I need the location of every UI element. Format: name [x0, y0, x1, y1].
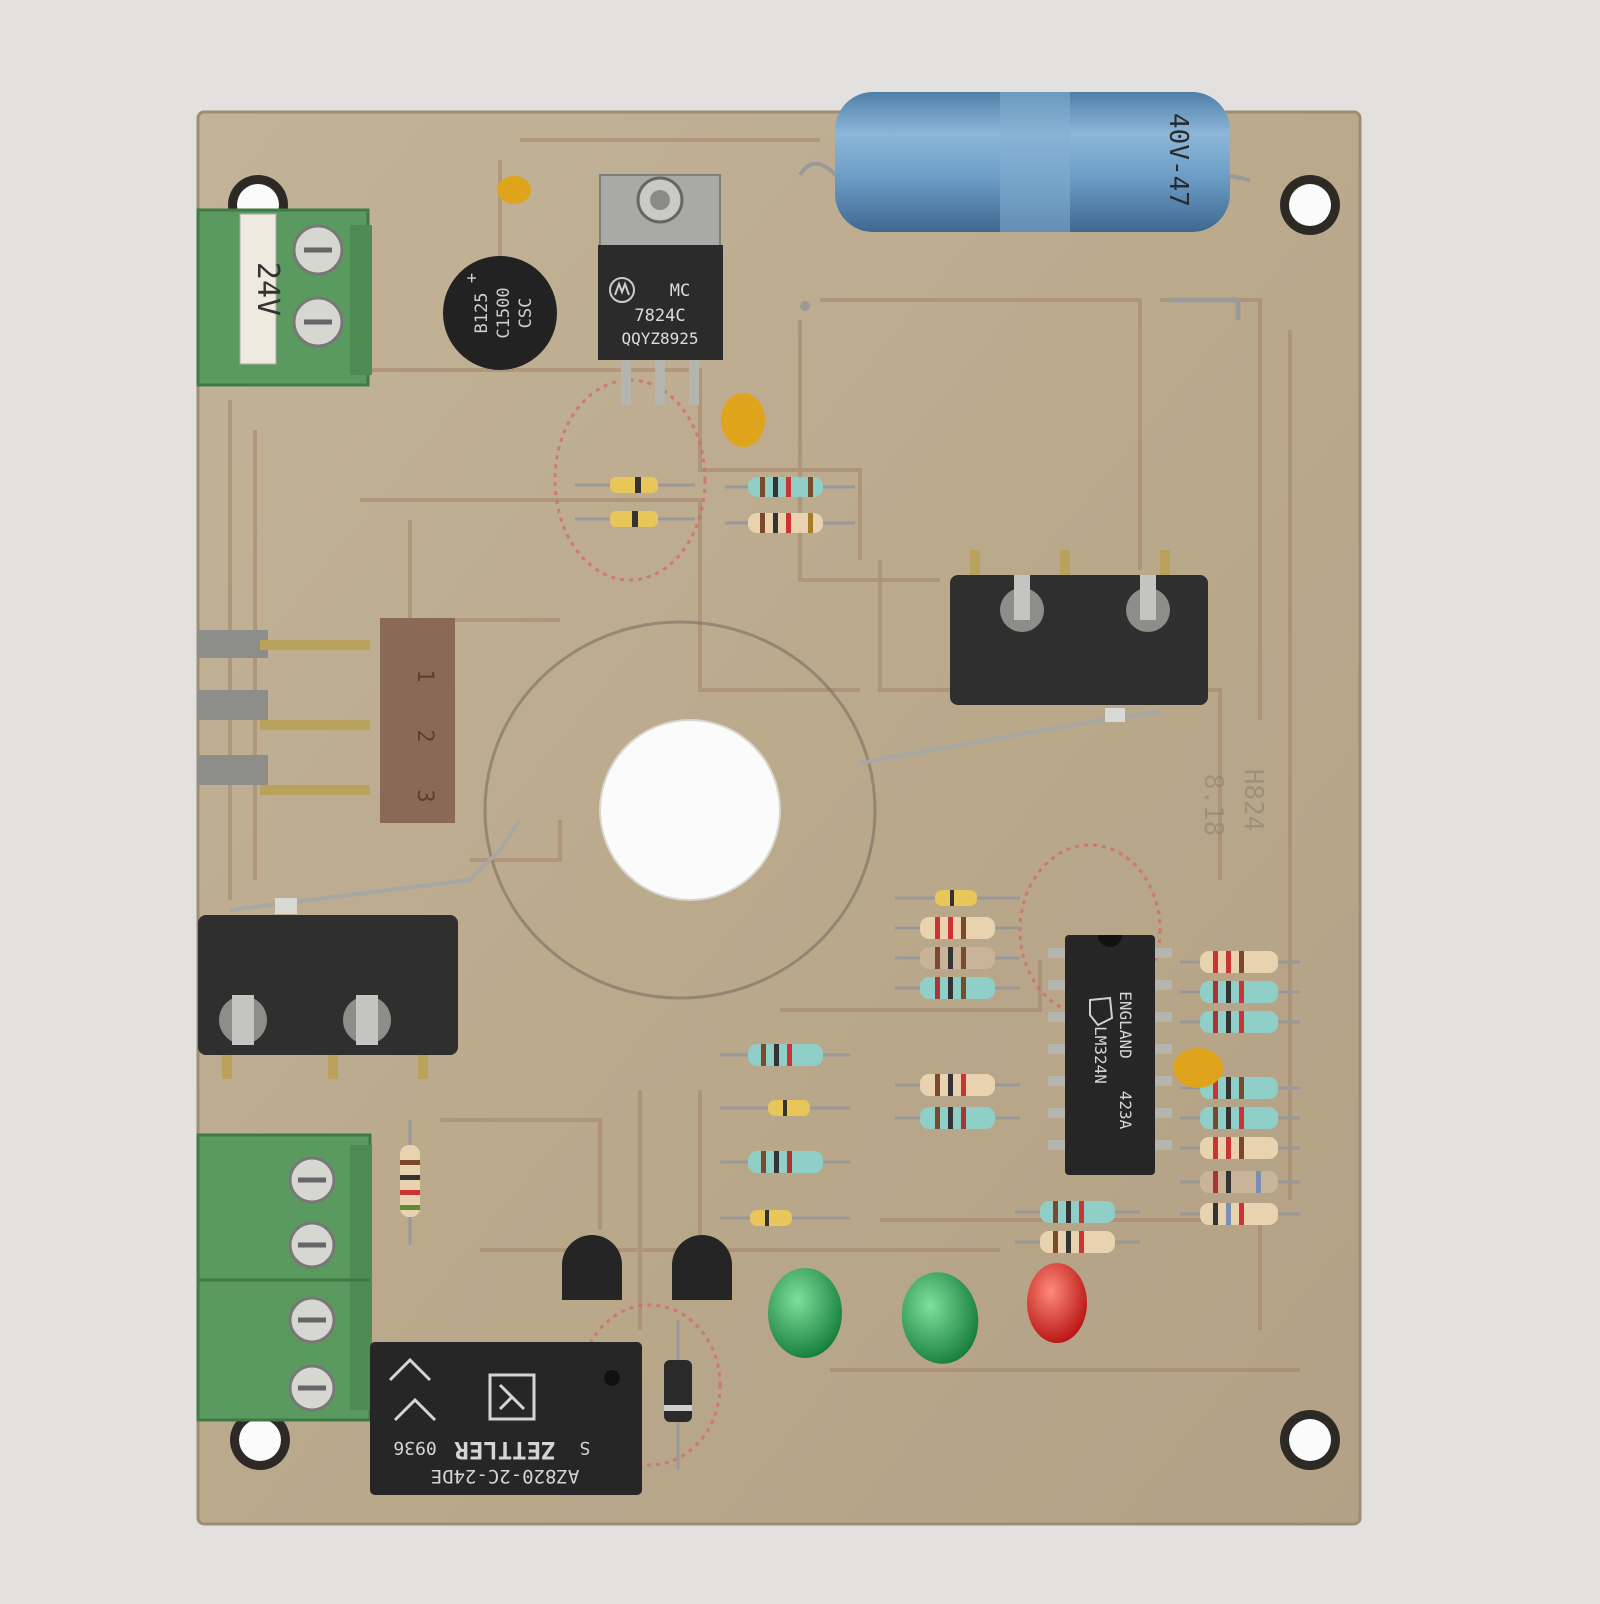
zettler-logo-icon — [488, 1373, 536, 1421]
svg-text:LM324N: LM324N — [1091, 1026, 1110, 1084]
svg-text:423A: 423A — [1116, 1091, 1135, 1130]
svg-text:+: + — [462, 273, 482, 283]
electrolytic-capacitor: 40V-47 — [798, 92, 1251, 232]
leds — [768, 1263, 1087, 1364]
svg-text:CSC: CSC — [516, 298, 536, 329]
motorola-logo-icon — [609, 277, 635, 303]
svg-text:AZ820-2C-24DE: AZ820-2C-24DE — [431, 1465, 580, 1487]
svg-text:1: 1 — [412, 669, 437, 682]
svg-text:MC: MC — [670, 281, 690, 301]
led-green-1 — [768, 1268, 842, 1358]
svg-text:ENGLAND: ENGLAND — [1116, 991, 1135, 1058]
transistors — [562, 1235, 732, 1300]
tantalum-capacitor-right — [1173, 1048, 1223, 1088]
svg-text:ZETTLER: ZETTLER — [454, 1436, 556, 1464]
voltage-regulator: MC 7824C QQYZ8925 — [598, 174, 723, 405]
terminal-block-power: 24V — [196, 208, 372, 387]
resistors-lower — [720, 1044, 1140, 1253]
resistors-right — [1173, 951, 1300, 1225]
wire-jumper-top — [1170, 297, 1241, 320]
svg-text:7824C: 7824C — [634, 306, 685, 326]
ceramic-capacitor-small — [497, 176, 531, 204]
bridge-rectifier: + B125 C1500 CSC — [443, 256, 557, 370]
svg-text:2: 2 — [412, 729, 437, 742]
microswitch-left — [198, 818, 522, 1079]
svg-text:QQYZ8925: QQYZ8925 — [621, 329, 698, 348]
resistors-middle — [895, 890, 1020, 999]
svg-text:B125: B125 — [472, 293, 492, 334]
svg-text:C1500: C1500 — [494, 287, 514, 338]
pin-header-connector: 1 2 3 — [198, 618, 455, 823]
led-green-2 — [901, 1272, 979, 1364]
glass-diodes-top — [575, 477, 695, 527]
ti-logo-icon — [1089, 996, 1114, 1027]
svg-text:S: S — [580, 1437, 591, 1458]
resistor-vertical — [400, 1120, 420, 1245]
svg-text:8.18: 8.18 — [1198, 774, 1228, 837]
relay: AZ820-2C-24DE ZETTLER S 0936 — [370, 1342, 642, 1495]
svg-text:0936: 0936 — [393, 1437, 436, 1458]
microswitch-top — [859, 550, 1208, 765]
svg-text:40V-47: 40V-47 — [1163, 113, 1193, 207]
tantalum-capacitor-top — [721, 393, 765, 447]
resistors-top — [725, 477, 855, 533]
rectifier-diode — [664, 1320, 692, 1470]
svg-text:3: 3 — [412, 789, 437, 802]
sticker-ring — [483, 620, 877, 1000]
terminal-block-bottom — [196, 1133, 372, 1422]
opamp-ic: ENGLAND 423A LM324N — [1048, 935, 1172, 1175]
svg-text:H824: H824 — [1238, 769, 1268, 832]
led-red — [1027, 1263, 1087, 1343]
terminal-voltage-label: 24V — [250, 262, 285, 316]
silkscreen-text: 8.18 H824 — [1198, 769, 1268, 837]
center-hole — [599, 719, 781, 901]
